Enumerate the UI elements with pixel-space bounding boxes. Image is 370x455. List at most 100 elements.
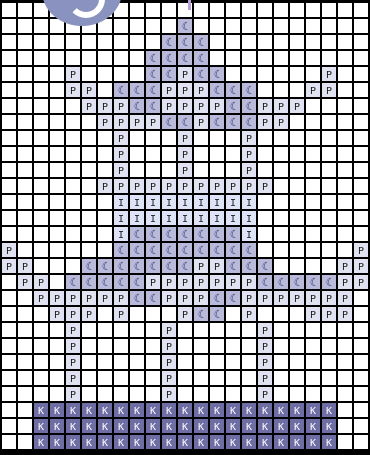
cell-symbol: I (230, 214, 236, 225)
grid-cell (290, 3, 304, 17)
grid-cell (338, 179, 352, 193)
grid-cell (146, 163, 160, 177)
grid-cell (178, 355, 192, 369)
grid-cell (194, 147, 208, 161)
grid-cell (274, 163, 288, 177)
grid-cell (338, 67, 352, 81)
grid-cell (162, 307, 176, 321)
cell-symbol: K (86, 406, 92, 417)
cell-symbol: ☾ (262, 276, 269, 289)
cell-symbol: P (182, 310, 188, 321)
cell-symbol: ☾ (118, 84, 125, 97)
cell-symbol: K (54, 438, 60, 449)
grid-cell (2, 131, 16, 145)
grid-cell (82, 51, 96, 65)
grid-cell (290, 115, 304, 129)
grid-cell (290, 243, 304, 257)
grid-cell (242, 371, 256, 385)
cell-symbol: K (70, 438, 76, 449)
cell-symbol: P (182, 150, 188, 161)
grid-cell (306, 339, 320, 353)
grid-cell (338, 355, 352, 369)
grid-cell (290, 51, 304, 65)
cell-symbol: P (230, 278, 236, 289)
grid-cell (130, 323, 144, 337)
grid-cell (306, 3, 320, 17)
cell-symbol: P (166, 342, 172, 353)
cell-symbol: P (134, 118, 140, 129)
cell-symbol: P (326, 86, 332, 97)
cell-symbol: P (22, 278, 28, 289)
cell-symbol: P (54, 310, 60, 321)
grid-cell (338, 419, 352, 433)
grid-cell (2, 99, 16, 113)
grid-cell (114, 51, 128, 65)
cell-symbol: ☾ (166, 36, 173, 49)
grid-cell (322, 227, 336, 241)
cell-symbol: ☾ (86, 260, 93, 273)
grid-cell (306, 35, 320, 49)
cell-symbol: P (246, 182, 252, 193)
cell-symbol: K (182, 438, 188, 449)
grid-cell (354, 3, 368, 17)
grid-cell (98, 131, 112, 145)
grid-cell (50, 83, 64, 97)
grid-cell (2, 227, 16, 241)
cell-symbol: I (246, 198, 252, 209)
cell-symbol: P (22, 262, 28, 273)
cell-symbol: ☾ (182, 20, 189, 33)
cell-symbol: P (310, 310, 316, 321)
grid-cell (290, 227, 304, 241)
grid-cell (178, 387, 192, 401)
grid-cell (226, 307, 240, 321)
grid-cell (146, 323, 160, 337)
cell-symbol: P (182, 134, 188, 145)
grid-cell (322, 3, 336, 17)
grid-cell (18, 131, 32, 145)
grid-cell (306, 355, 320, 369)
cell-symbol: P (326, 294, 332, 305)
cell-symbol: K (230, 438, 236, 449)
cell-symbol: ☾ (150, 84, 157, 97)
grid-cell (98, 211, 112, 225)
cell-symbol: ☾ (214, 244, 221, 257)
cell-symbol: ☾ (230, 116, 237, 129)
grid-cell (338, 323, 352, 337)
grid-cell (290, 211, 304, 225)
cell-symbol: ☾ (150, 52, 157, 65)
grid-cell (82, 35, 96, 49)
grid-cell (18, 35, 32, 49)
grid-cell (306, 387, 320, 401)
grid-cell (242, 323, 256, 337)
cell-symbol: K (278, 406, 284, 417)
grid-cell (50, 163, 64, 177)
grid-cell (114, 371, 128, 385)
grid-cell (258, 147, 272, 161)
grid-cell (130, 355, 144, 369)
grid-cell (354, 115, 368, 129)
grid-cell (18, 83, 32, 97)
cell-symbol: ☾ (246, 84, 253, 97)
cell-symbol: ☾ (182, 228, 189, 241)
grid-cell (114, 67, 128, 81)
cell-symbol: P (182, 278, 188, 289)
grid-cell (82, 163, 96, 177)
grid-cell (354, 211, 368, 225)
grid-cell (210, 163, 224, 177)
cell-symbol: K (230, 406, 236, 417)
cell-symbol: K (86, 422, 92, 433)
cell-symbol: ☾ (182, 116, 189, 129)
cell-symbol: P (182, 166, 188, 177)
grid-cell (82, 179, 96, 193)
cell-symbol: P (70, 390, 76, 401)
grid-cell (66, 211, 80, 225)
grid-cell (354, 371, 368, 385)
grid-cell (18, 115, 32, 129)
grid-cell (226, 163, 240, 177)
grid-cell (290, 259, 304, 273)
grid-cell (274, 259, 288, 273)
cell-symbol: K (102, 422, 108, 433)
cell-symbol: K (198, 422, 204, 433)
grid-cell (210, 355, 224, 369)
grid-cell (2, 211, 16, 225)
